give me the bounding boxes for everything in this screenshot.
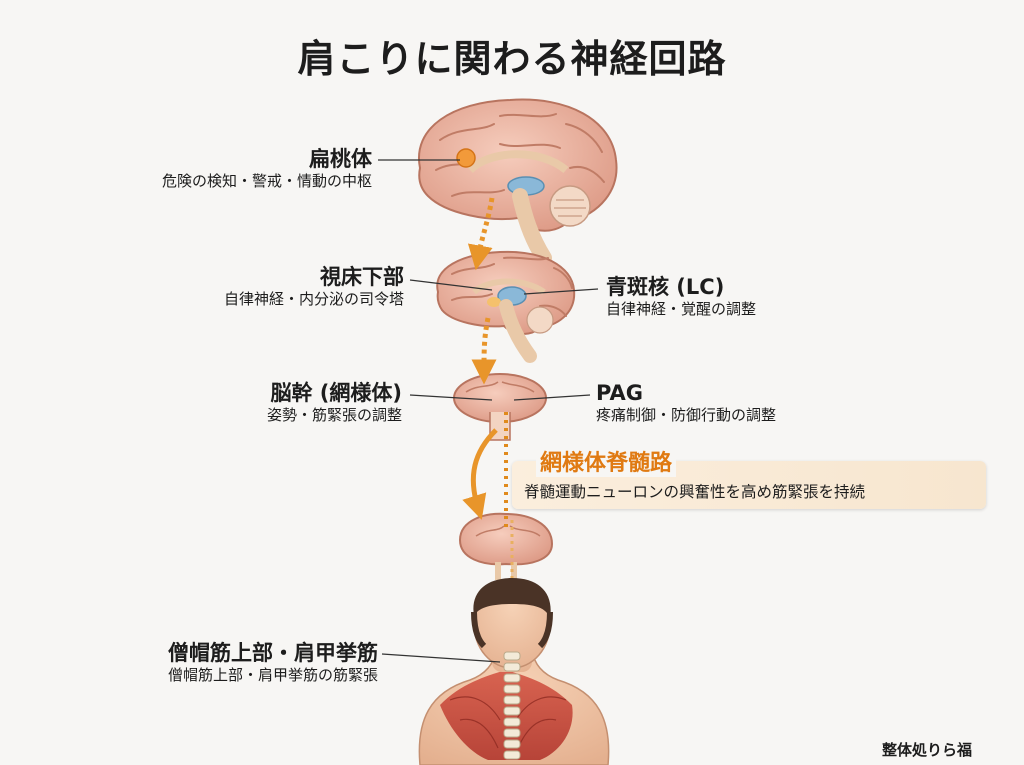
label-brainstem: 脳幹 (網様体) 姿勢・筋緊張の調整 — [267, 380, 402, 425]
brain-amygdala-illustration — [417, 98, 618, 266]
brand-name: 整体処りら福 — [881, 741, 972, 759]
page-title: 肩こりに関わる神経回路 — [297, 37, 727, 81]
hypothalamus-name: 視床下部 — [320, 265, 404, 289]
amygdala-name: 扁桃体 — [309, 147, 372, 171]
label-muscles: 僧帽筋上部・肩甲挙筋 僧帽筋上部・肩甲挙筋の筋緊張 — [168, 640, 378, 685]
locus-coeruleus-name: 青斑核 (LC) — [606, 275, 725, 299]
pag-desc: 疼痛制御・防御行動の調整 — [596, 406, 777, 425]
spinal-cord-section-illustration — [458, 512, 554, 580]
amygdala-desc: 危険の検知・警戒・情動の中枢 — [161, 172, 372, 191]
brain-hypothalamus-illustration — [436, 250, 576, 363]
muscles-name: 僧帽筋上部・肩甲挙筋 — [168, 641, 378, 665]
label-pag: PAG 疼痛制御・防御行動の調整 — [596, 380, 776, 425]
label-amygdala: 扁桃体 危険の検知・警戒・情動の中枢 — [162, 146, 372, 191]
brainstem-illustration — [453, 373, 547, 441]
locus-coeruleus-desc: 自律神経・覚醒の調整 — [606, 300, 757, 319]
pag-name: PAG — [596, 381, 643, 405]
label-hypothalamus: 視床下部 自律神経・内分泌の司令塔 — [224, 264, 404, 309]
brainstem-name: 脳幹 (網様体) — [270, 381, 402, 405]
brainstem-desc: 姿勢・筋緊張の調整 — [266, 406, 402, 425]
spine-vertebrae — [503, 651, 521, 760]
signal-arrows — [462, 197, 514, 580]
hypothalamus-desc: 自律神経・内分泌の司令塔 — [223, 290, 404, 309]
tract-name: 網様体脊髄路 — [536, 445, 677, 477]
leader-lines — [378, 159, 599, 663]
tract-desc: 脊髄運動ニューロンの興奮性を高め筋緊張を持続 — [524, 483, 866, 501]
label-locus-coeruleus: 青斑核 (LC) 自律神経・覚醒の調整 — [606, 274, 756, 319]
person-back-illustration — [418, 578, 610, 765]
muscles-desc: 僧帽筋上部・肩甲挙筋の筋緊張 — [167, 666, 378, 685]
